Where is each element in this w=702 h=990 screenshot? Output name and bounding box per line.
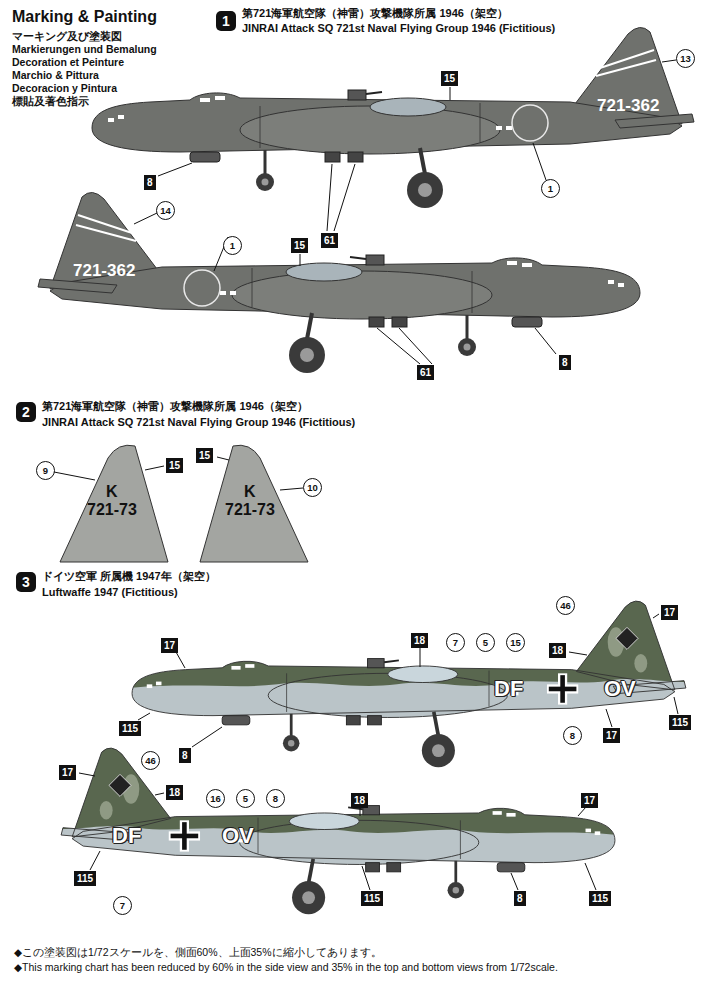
language-heading: Decoration et Peinture (12, 56, 124, 69)
color-callout: 16 (206, 789, 225, 808)
aircraft-code: OV (222, 824, 254, 848)
section-heading: ドイツ空軍 所属機 1947年（架空） (42, 570, 216, 584)
color-callout: 8 (266, 789, 285, 808)
aircraft-code: K (106, 483, 118, 501)
callout-number: 15 (196, 448, 213, 463)
callout-number: 17 (603, 728, 620, 743)
callout-number: 15 (166, 458, 183, 473)
aircraft-side-view (112, 585, 702, 767)
tail-fin (60, 445, 308, 562)
language-heading: マーキング及び塗装図 (12, 30, 122, 43)
aircraft-code: OV (604, 677, 636, 701)
section-number: 3 (16, 572, 36, 592)
color-callout: 15 (506, 633, 525, 652)
aircraft-side-view (38, 192, 640, 373)
section-heading: 第721海軍航空隊（神雷）攻撃機隊所属 1946（架空） (42, 400, 308, 414)
callout-number: 8 (144, 175, 156, 190)
callout-number: 8 (514, 891, 526, 906)
language-heading: Markierungen und Bemalung (12, 43, 157, 56)
aircraft-code: K (244, 483, 256, 501)
color-callout: 8 (563, 726, 582, 745)
color-callout: 1 (223, 236, 242, 255)
color-callout: 46 (556, 596, 575, 615)
color-callout: 46 (141, 751, 160, 770)
callout-number: 115 (74, 871, 96, 886)
section-heading: Luftwaffe 1947 (Fictitious) (42, 586, 178, 600)
aircraft-code: 721-362 (597, 97, 659, 116)
section-heading: JINRAI Attack SQ 721st Naval Flying Grou… (42, 416, 355, 430)
callout-number: 15 (291, 238, 308, 253)
color-callout: 13 (676, 49, 695, 68)
callout-number: 18 (166, 785, 183, 800)
callout-number: 18 (351, 793, 368, 808)
color-callout: 10 (303, 478, 322, 497)
color-callout: 5 (236, 789, 255, 808)
callout-number: 61 (321, 233, 338, 248)
callout-number: 61 (417, 365, 434, 380)
sheet-title: Marking & Painting (12, 7, 157, 26)
color-callout: 1 (541, 179, 560, 198)
callout-number: 15 (441, 71, 458, 86)
aircraft-code: 721-362 (73, 262, 135, 281)
language-heading: 標貼及著色指示 (12, 95, 89, 108)
aircraft-side-view (92, 27, 694, 208)
callout-number: 18 (411, 633, 428, 648)
callout-number: 17 (161, 638, 178, 653)
aircraft-side-view (28, 732, 635, 914)
callout-number: 17 (661, 605, 678, 620)
color-callout: 7 (113, 896, 132, 915)
callout-number: 18 (549, 643, 566, 658)
language-heading: Decoracion y Pintura (12, 82, 117, 95)
section-number: 1 (216, 11, 236, 31)
callout-number: 115 (589, 891, 611, 906)
section-heading: 第721海軍航空隊（神雷）攻撃機隊所属 1946（架空） (242, 7, 508, 21)
callout-number: 115 (119, 721, 141, 736)
callout-number: 115 (669, 715, 691, 730)
leader-line (54, 60, 678, 890)
language-heading: Marchio & Pittura (12, 69, 99, 82)
callout-number: 8 (179, 748, 191, 763)
aircraft-code: DF (494, 677, 523, 701)
color-callout: 9 (36, 461, 55, 480)
color-callout: 7 (446, 633, 465, 652)
section-heading: JINRAI Attack SQ 721st Naval Flying Grou… (242, 22, 555, 36)
callout-number: 17 (59, 765, 76, 780)
aircraft-code: 721-73 (87, 501, 137, 519)
scale-note: ◆This marking chart has been reduced by … (14, 961, 574, 975)
callout-number: 8 (559, 355, 571, 370)
aircraft-code: 721-73 (225, 501, 275, 519)
callout-number: 17 (581, 793, 598, 808)
scale-note: ◆この塗装図は1/72スケールを、側面60%、上面35%に縮小してあります。 (14, 946, 382, 960)
color-callout: 5 (476, 633, 495, 652)
section-number: 2 (16, 402, 36, 422)
callout-number: 115 (361, 891, 383, 906)
aircraft-code: DF (112, 824, 141, 848)
color-callout: 14 (156, 201, 175, 220)
